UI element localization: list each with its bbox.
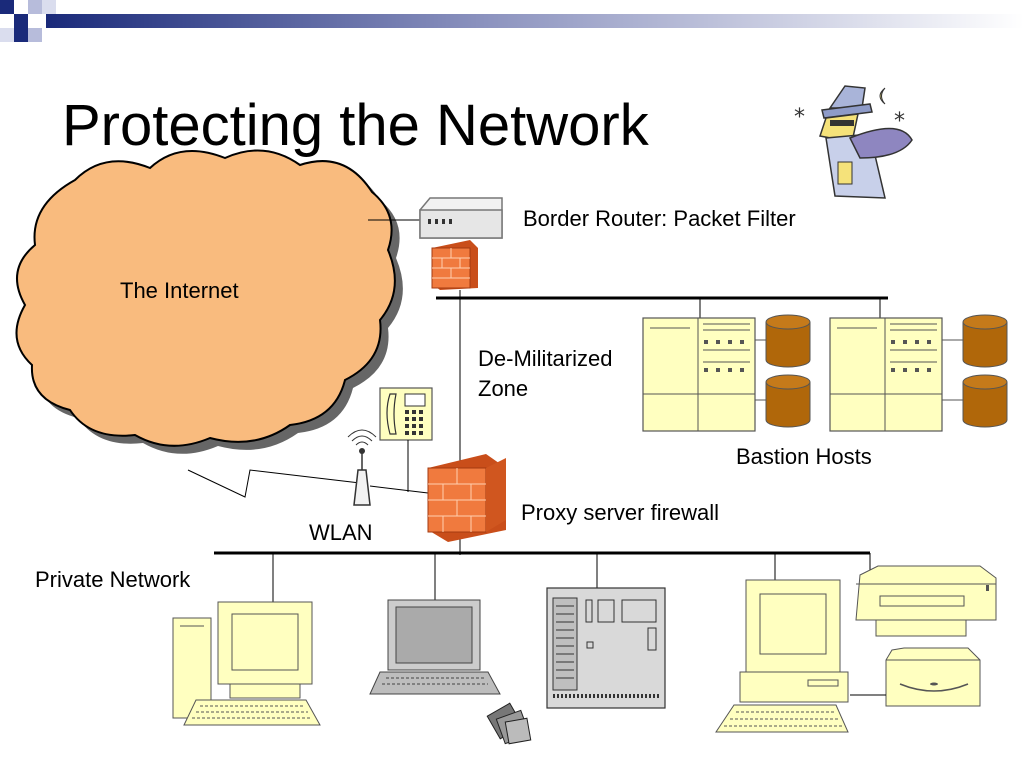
spy-clipart-icon: * * — [794, 85, 913, 199]
telephone-icon — [379, 387, 433, 441]
cd-drive-icon — [885, 647, 981, 707]
floppy-disks-icon — [486, 702, 532, 745]
border-firewall-icon — [431, 240, 478, 290]
laptop-icon — [369, 599, 501, 695]
printer-icon — [855, 565, 997, 637]
border-router-icon — [419, 197, 503, 239]
dmz-label-line2: Zone — [478, 376, 529, 401]
wlan-label: WLAN — [309, 520, 373, 545]
svg-text:*: * — [794, 105, 805, 130]
private-network-label: Private Network — [35, 567, 191, 592]
header-decoration — [0, 0, 1024, 42]
server-board-icon — [546, 587, 666, 709]
border-router-label: Border Router: Packet Filter — [523, 206, 796, 231]
dmz-label-line1: De-Militarized — [478, 346, 613, 371]
bastion-disk-2a-icon — [962, 314, 1008, 368]
desktop-pc-1-icon — [172, 601, 321, 726]
bastion-host-1-icon — [642, 317, 766, 432]
bastion-disk-1a-icon — [765, 314, 811, 368]
slide-title: Protecting the Network — [62, 93, 649, 158]
desktop-pc-2-icon — [715, 579, 849, 733]
proxy-firewall-label: Proxy server firewall — [521, 500, 720, 525]
bastion-hosts-label: Bastion Hosts — [736, 444, 872, 469]
internet-label: The Internet — [120, 278, 239, 303]
proxy-firewall-icon — [427, 454, 506, 542]
internet-cloud-shape — [15, 149, 396, 447]
svg-text:*: * — [894, 109, 905, 134]
bastion-host-2-icon — [829, 317, 963, 432]
bastion-disk-1b-icon — [765, 374, 811, 428]
wlan-antenna-icon — [347, 429, 377, 506]
bastion-disk-2b-icon — [962, 374, 1008, 428]
